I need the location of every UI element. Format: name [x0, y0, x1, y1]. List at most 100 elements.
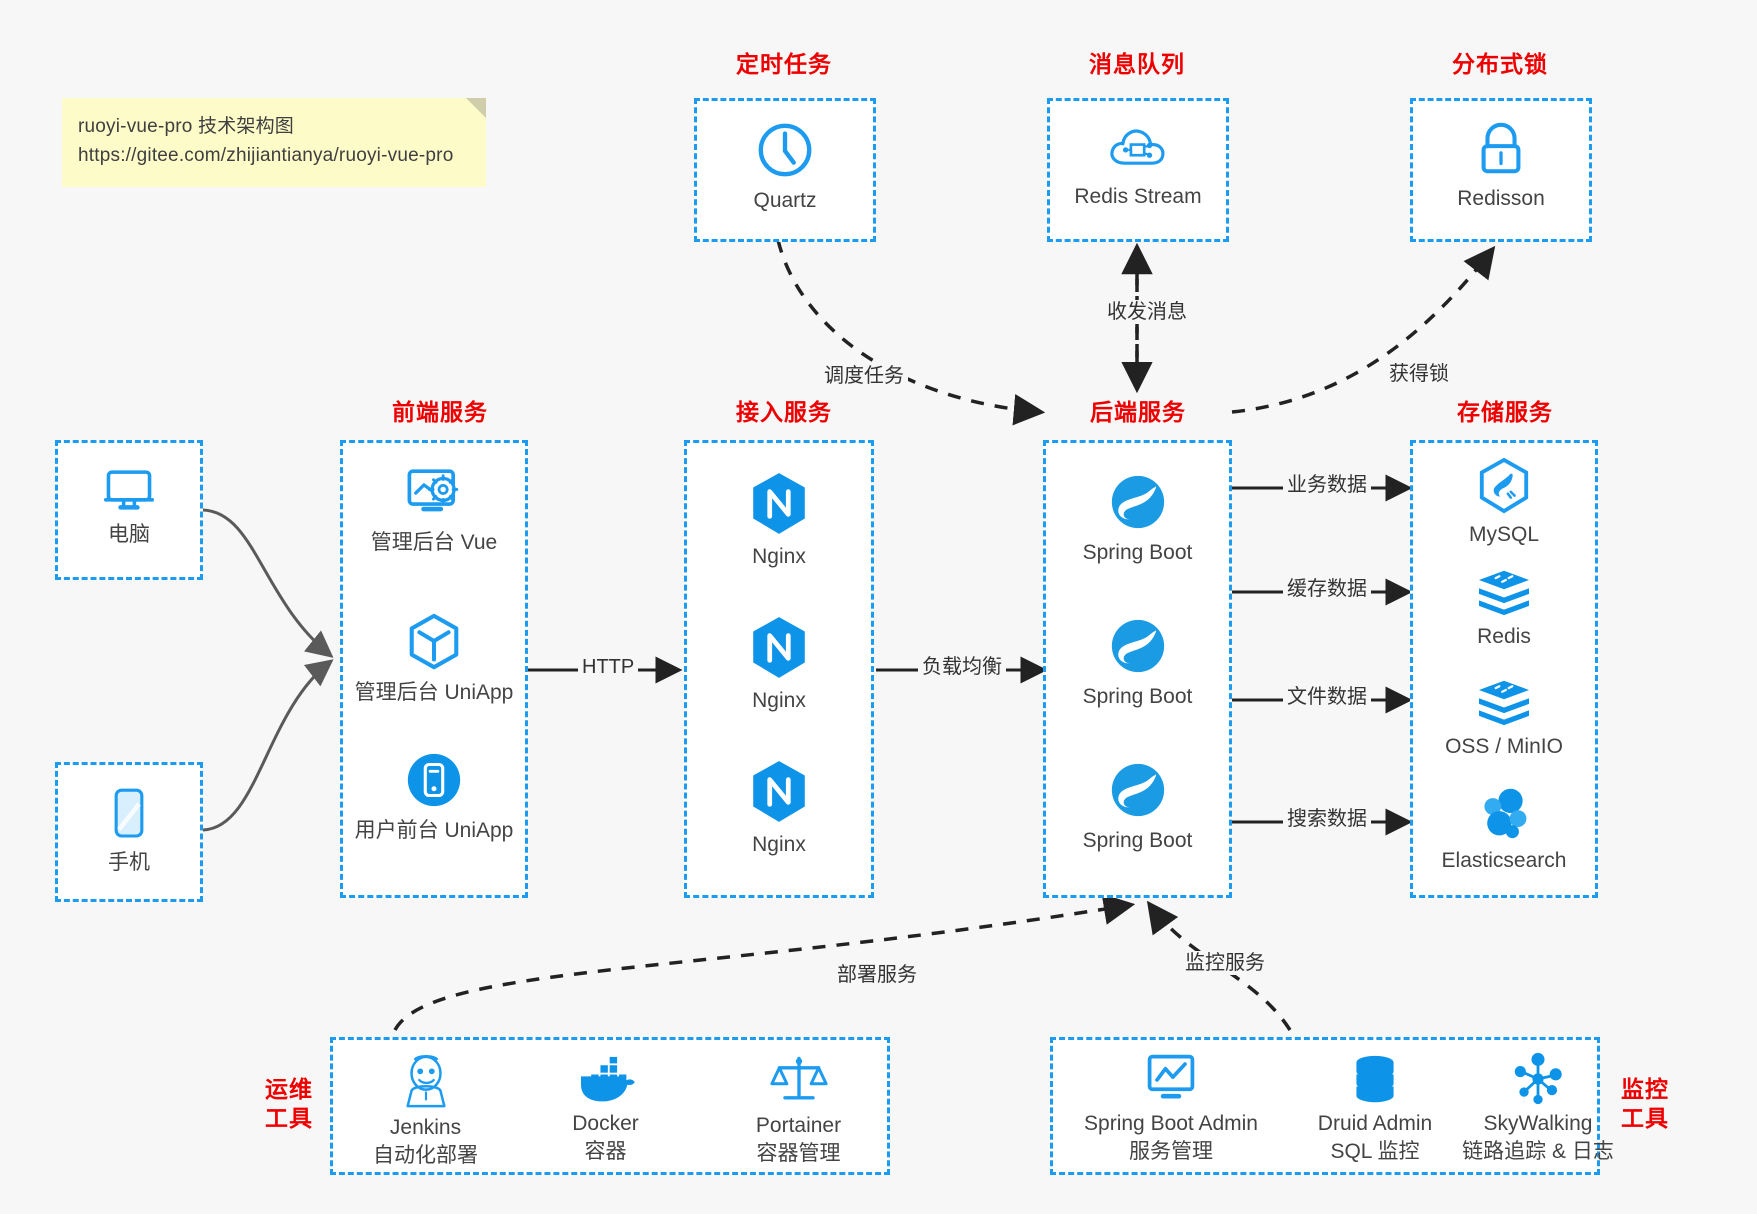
docker-whale-icon	[523, 1056, 688, 1106]
node-label: 管理后台 Vue	[370, 531, 498, 554]
node-label: Docker	[572, 1112, 639, 1135]
group-gateway: Nginx Nginx Nginx	[684, 440, 874, 898]
group-lock: Redisson	[1410, 98, 1592, 242]
node-label: Spring Boot	[1082, 685, 1193, 708]
node-label: Portainer	[755, 1114, 842, 1137]
diagram-note: ruoyi-vue-pro 技术架构图 https://gitee.com/zh…	[62, 98, 486, 187]
node-label: Jenkins	[389, 1116, 462, 1139]
nginx-icon	[687, 759, 871, 825]
group-title-mq: 消息队列	[1089, 51, 1185, 77]
edge-label-acquire-lock: 获得锁	[1385, 362, 1453, 386]
node-sublabel: 容器	[584, 1139, 627, 1163]
node-label: Redis Stream	[1074, 185, 1202, 208]
edge-label-load-balance: 负载均衡	[918, 655, 1006, 679]
phone-icon	[58, 785, 200, 843]
node-label: Nginx	[752, 689, 806, 712]
node-mobile[interactable]: 手机	[58, 785, 200, 876]
node-skywalking[interactable]: SkyWalking 链路追踪 & 日志	[1443, 1052, 1633, 1165]
group-title-backend: 后端服务	[1090, 399, 1186, 425]
skywalking-icon	[1443, 1052, 1633, 1106]
node-label: Nginx	[752, 833, 806, 856]
group-title-lock: 分布式锁	[1452, 51, 1548, 77]
clock-icon	[697, 119, 873, 181]
node-elasticsearch[interactable]: Elasticsearch	[1413, 785, 1595, 874]
node-sublabel: 链路追踪 & 日志	[1462, 1139, 1614, 1163]
node-label: Quartz	[753, 189, 817, 212]
monitoring-title-line-1: 监控	[1621, 1076, 1669, 1102]
edge-label-file-data: 文件数据	[1283, 685, 1371, 709]
note-title: ruoyi-vue-pro 技术架构图	[78, 116, 295, 137]
note-fold-corner	[466, 98, 486, 118]
edge-label-business-data: 业务数据	[1283, 473, 1371, 497]
group-devops: Jenkins 自动化部署 Docker	[330, 1037, 890, 1175]
node-redis-stream[interactable]: Redis Stream	[1050, 121, 1226, 210]
spring-leaf-icon	[1046, 759, 1229, 821]
node-label: Nginx	[752, 545, 806, 568]
redis-stack-icon	[1413, 677, 1595, 727]
edge-label-send-receive-message: 收发消息	[1103, 300, 1191, 324]
group-mq: Redis Stream	[1047, 98, 1229, 242]
node-admin-vue[interactable]: 管理后台 Vue	[343, 465, 525, 556]
node-nginx-2[interactable]: Nginx	[687, 615, 871, 714]
cube-icon	[343, 611, 525, 673]
cloud-stream-icon	[1050, 121, 1226, 177]
note-url: https://gitee.com/zhijiantianya/ruoyi-vu…	[78, 145, 454, 167]
node-jenkins[interactable]: Jenkins 自动化部署	[343, 1052, 508, 1169]
group-client-pc: 电脑	[55, 440, 203, 580]
node-pc[interactable]: 电脑	[58, 465, 200, 548]
node-nginx-3[interactable]: Nginx	[687, 759, 871, 858]
group-title-scheduler: 定时任务	[736, 51, 832, 77]
monitor-chart-icon	[1061, 1052, 1281, 1106]
monitoring-title-line-2: 工具	[1621, 1104, 1669, 1131]
node-label: 管理后台 UniApp	[354, 681, 514, 704]
devops-title-line-2: 工具	[265, 1104, 313, 1131]
node-user-uniapp[interactable]: 用户前台 UniApp	[343, 749, 525, 844]
group-title-monitoring: 监控 工具	[1614, 1075, 1676, 1133]
node-oss-minio[interactable]: OSS / MinIO	[1413, 677, 1595, 760]
mobile-round-icon	[343, 749, 525, 811]
group-title-gateway: 接入服务	[736, 399, 832, 425]
edge-label-cache-data: 缓存数据	[1283, 577, 1371, 601]
node-label: Elasticsearch	[1441, 849, 1567, 872]
edge-label-monitor-service: 监控服务	[1181, 951, 1269, 975]
group-backend: Spring Boot Spring Boot Spring Boot	[1043, 440, 1232, 898]
node-label: 手机	[108, 851, 150, 874]
node-spring-boot-admin[interactable]: Spring Boot Admin 服务管理	[1061, 1052, 1281, 1165]
node-nginx-1[interactable]: Nginx	[687, 471, 871, 570]
node-label: Redisson	[1457, 187, 1545, 210]
node-docker[interactable]: Docker 容器	[523, 1056, 688, 1165]
group-title-storage: 存储服务	[1457, 399, 1553, 425]
node-portainer[interactable]: Portainer 容器管理	[711, 1052, 886, 1167]
redis-stack-icon	[1413, 567, 1595, 617]
node-sublabel: 容器管理	[756, 1141, 841, 1165]
node-spring-boot-1[interactable]: Spring Boot	[1046, 471, 1229, 566]
nginx-icon	[687, 615, 871, 681]
node-redis[interactable]: Redis	[1413, 567, 1595, 650]
node-label: Spring Boot Admin	[1084, 1112, 1258, 1135]
node-sublabel: SQL 监控	[1330, 1139, 1420, 1163]
node-quartz[interactable]: Quartz	[697, 119, 873, 214]
node-label: SkyWalking	[1483, 1112, 1593, 1135]
node-sublabel: 自动化部署	[373, 1143, 478, 1167]
node-label: MySQL	[1468, 523, 1539, 546]
group-storage: MySQL Redis OS	[1410, 440, 1598, 898]
dashboard-gear-icon	[343, 465, 525, 523]
node-label: Redis	[1477, 625, 1531, 648]
node-admin-uniapp[interactable]: 管理后台 UniApp	[343, 611, 525, 706]
group-title-frontend: 前端服务	[392, 399, 488, 425]
node-spring-boot-3[interactable]: Spring Boot	[1046, 759, 1229, 854]
mysql-dolphin-icon	[1413, 457, 1595, 515]
spring-leaf-icon	[1046, 615, 1229, 677]
nginx-icon	[687, 471, 871, 537]
node-label: Spring Boot	[1082, 829, 1193, 852]
node-spring-boot-2[interactable]: Spring Boot	[1046, 615, 1229, 710]
devops-title-line-1: 运维	[265, 1076, 313, 1102]
node-redisson[interactable]: Redisson	[1413, 119, 1589, 212]
node-druid-admin[interactable]: Druid Admin SQL 监控	[1295, 1054, 1455, 1165]
node-label: 用户前台 UniApp	[354, 819, 514, 842]
scales-icon	[711, 1052, 886, 1108]
desktop-icon	[58, 465, 200, 515]
group-scheduler: Quartz	[694, 98, 876, 242]
edge-label-search-data: 搜索数据	[1283, 807, 1371, 831]
node-mysql[interactable]: MySQL	[1413, 457, 1595, 548]
